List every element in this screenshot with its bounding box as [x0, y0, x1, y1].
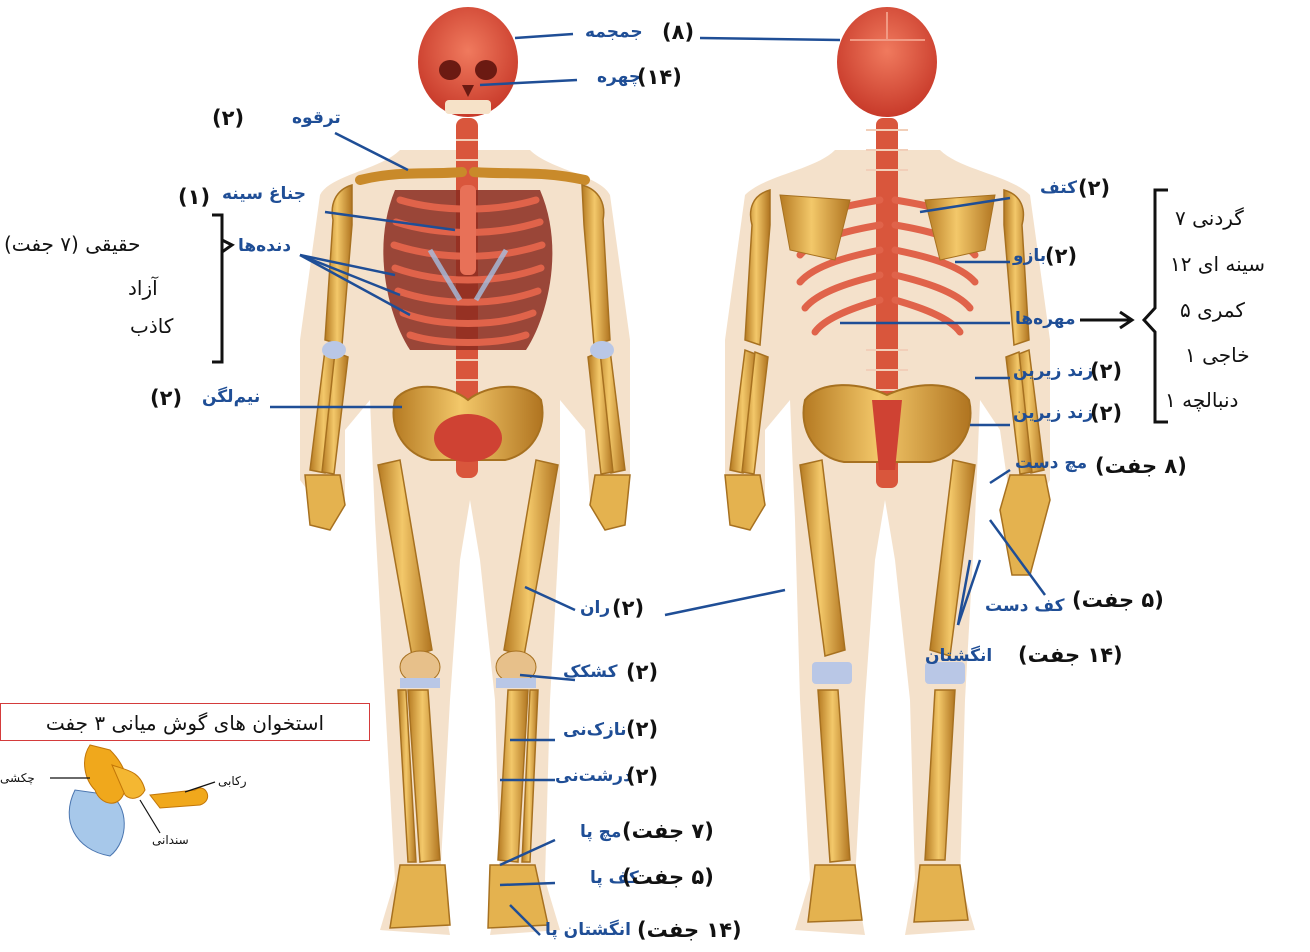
fingers-label: انگشتان — [925, 648, 992, 665]
vertebrae-cervical: گردنی ۷ — [1175, 206, 1244, 230]
humerus-count: (۲) — [1045, 246, 1077, 267]
ribs-label: دنده‌ها — [238, 238, 291, 255]
femur-label: ران — [580, 600, 610, 617]
sole-count: (۵ جفت) — [622, 867, 714, 888]
patella-count: (۲) — [626, 662, 658, 683]
hip-label: نیم‌لگن — [202, 389, 260, 406]
clavicle-count: (۲) — [212, 108, 244, 129]
humerus-label: بازو — [1013, 248, 1046, 265]
scapula-count: (۲) — [1078, 178, 1110, 199]
sternum-label: جناغ سینه — [222, 186, 306, 203]
fibula-label: نازک‌نی — [563, 722, 627, 739]
incus-label: سندانی — [152, 833, 189, 847]
ribs-type-floating: آزاد — [128, 276, 158, 300]
stapes-label: رکابی — [218, 774, 247, 788]
radius-count: (۲) — [1090, 403, 1122, 424]
ulna-count: (۲) — [1090, 361, 1122, 382]
malleus-label: چکشی — [0, 771, 35, 785]
clavicle-label: ترقوه — [292, 110, 341, 127]
wrist-count: (۸ جفت) — [1095, 456, 1187, 477]
vertebrae-thoracic: سینه ای ۱۲ — [1170, 252, 1265, 276]
toes-label: انگشتان پا — [545, 922, 631, 939]
radius-label: زند زیرین — [1013, 405, 1093, 422]
hip-count: (۲) — [150, 388, 182, 409]
ribs-type-false: کاذب — [130, 314, 173, 338]
ribs-type-true: حقیقی (۷ جفت) — [4, 232, 141, 256]
vertebrae-sacral: خاجی ۱ — [1185, 343, 1250, 367]
wrist-label: مچ دست — [1015, 455, 1087, 472]
vertebrae-label: مهره‌ها — [1015, 311, 1076, 328]
back-skeleton — [725, 7, 1050, 935]
vertebrae-coccyx: دنبالچه ۱ — [1165, 388, 1238, 412]
ulna-label: زند زیرین — [1013, 363, 1093, 380]
sternum-count: (۱) — [178, 187, 210, 208]
vertebrae-lumbar: کمری ۵ — [1180, 298, 1245, 322]
skull-label: جمجمه — [585, 24, 643, 41]
face-count: (۱۴) — [637, 67, 682, 88]
palm-label: کف دست — [985, 598, 1065, 615]
fibula-count: (۲) — [626, 719, 658, 740]
skull-count: (۸) — [662, 22, 694, 43]
middle-ear-title: استخوان های گوش میانی ۳ جفت — [0, 703, 370, 741]
ankle-count: (۷ جفت) — [622, 821, 714, 842]
palm-count: (۵ جفت) — [1072, 590, 1164, 611]
patella-label: کشکک — [563, 664, 617, 681]
tibia-label: درشت‌نی — [555, 768, 632, 785]
fingers-count: (۱۴ جفت) — [1018, 645, 1123, 666]
ankle-label: مچ پا — [580, 824, 621, 841]
face-label: چهره — [597, 69, 641, 86]
middle-ear-illustration — [50, 745, 215, 856]
front-skeleton — [300, 7, 630, 935]
toes-count: (۱۴ جفت) — [637, 920, 742, 941]
tibia-count: (۲) — [626, 766, 658, 787]
femur-count: (۲) — [612, 598, 644, 619]
scapula-label: کتف — [1040, 180, 1077, 197]
